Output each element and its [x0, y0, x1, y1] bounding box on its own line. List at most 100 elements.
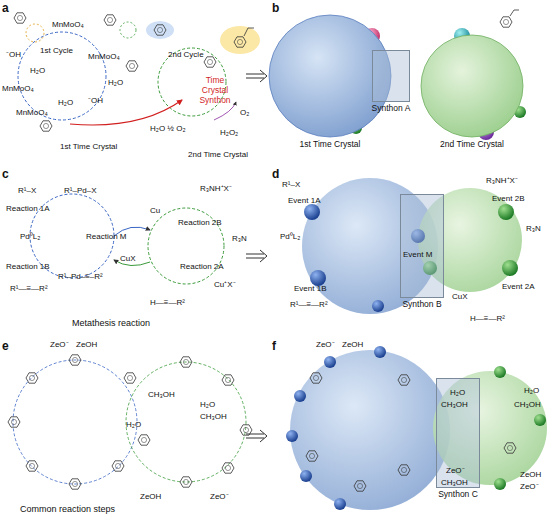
chem-label: ZeO⁻	[210, 492, 229, 501]
panel-letter: d	[272, 168, 279, 182]
chem-label: ZeO⁻	[316, 340, 335, 349]
chem-label: Reaction M	[86, 232, 126, 241]
node-label: 2nd Time Crystal	[370, 139, 550, 149]
deco-circle	[498, 204, 514, 220]
node-shape	[437, 379, 480, 488]
panel-letter: f	[272, 340, 276, 354]
chem-label: R₃N	[526, 224, 541, 233]
deco-circle	[502, 260, 518, 276]
deco-use	[204, 57, 216, 67]
deco-use	[504, 443, 516, 453]
panel-letter: c	[2, 168, 9, 182]
node-shape	[421, 35, 523, 137]
deco-path	[70, 100, 182, 125]
node-label: Synthon B	[350, 299, 494, 309]
deco-use	[154, 25, 166, 35]
deco-use	[26, 373, 38, 383]
chem-label: H₂O	[58, 98, 73, 107]
chem-label: Time Crystal Synthon	[192, 76, 238, 105]
chem-label: H₂O	[524, 386, 539, 395]
chem-label: Cu⁺X⁻	[214, 280, 236, 289]
deco-circle	[374, 346, 386, 358]
chem-label: Metathesis reaction	[72, 318, 150, 328]
chem-label: R¹–X	[18, 186, 36, 195]
time-crystal-circle: 2nd Time Crystal	[420, 34, 524, 149]
deco-use	[398, 375, 410, 385]
chem-label: O₂	[240, 108, 249, 117]
node-outline	[372, 50, 410, 102]
deco-circle	[310, 270, 326, 286]
chem-label: R₃NH⁺X⁻	[200, 184, 232, 193]
chem-label: ZeOH	[140, 492, 161, 501]
deco-use	[69, 479, 81, 489]
chem-label: Common reaction steps	[20, 504, 115, 514]
chem-label: CH₃OH	[200, 412, 227, 421]
chem-label: Reaction 1A	[6, 204, 50, 213]
chem-label: H₂O ½ O₂	[150, 124, 186, 133]
deco-use	[112, 461, 124, 471]
deco-use	[138, 435, 150, 445]
deco-use	[222, 463, 234, 473]
deco-use	[104, 15, 116, 25]
deco-use	[40, 121, 52, 131]
deco-circle	[126, 362, 246, 482]
node-shape	[373, 51, 410, 102]
chem-label: ZeO⁻	[520, 482, 539, 491]
chem-label: CH₃OH	[441, 400, 468, 409]
node-label: 1st Time Crystal	[218, 139, 442, 149]
chem-label: Event 1A	[288, 196, 320, 205]
deco-use	[234, 37, 246, 47]
chem-label: Event M	[403, 250, 432, 259]
chem-label: CH₃OH	[441, 478, 468, 487]
chem-label: H₂O	[108, 78, 123, 87]
deco-use	[180, 477, 192, 487]
chem-label: ZeO⁻	[446, 466, 465, 475]
chem-label: Event 1B	[294, 284, 326, 293]
chem-label: H₂O₂	[220, 128, 238, 137]
chem-label: Event 2B	[492, 194, 524, 203]
deco-use	[180, 357, 192, 367]
deco-use	[14, 13, 26, 23]
chem-label: ⁻OH	[6, 50, 21, 59]
deco-circle	[148, 208, 224, 284]
chem-label: 1st Time Crystal	[60, 142, 117, 151]
deco-use	[222, 375, 234, 385]
chem-label: R¹–X	[282, 180, 300, 189]
deco-ellipse	[146, 21, 174, 39]
node-label: Synthon C	[386, 489, 530, 499]
deco-circle	[13, 360, 137, 484]
deco-circle	[324, 356, 336, 368]
node-label: Synthon A	[322, 103, 460, 113]
deco-path	[510, 10, 519, 16]
chem-label: ⁻OH	[88, 96, 103, 105]
chem-label: R¹—≡—R²	[10, 284, 48, 293]
deco-ellipse	[220, 26, 260, 54]
chem-label: MnMoO₄	[88, 52, 120, 61]
chem-label: ZeOH	[520, 470, 541, 479]
deco-path	[244, 28, 254, 36]
chem-label: MnMoO₄	[2, 84, 34, 93]
chem-label: H₂O	[200, 400, 215, 409]
chem-label: R₃N	[232, 234, 247, 243]
deco-circle	[494, 366, 506, 378]
deco-path	[246, 70, 267, 82]
panel-letter: a	[2, 2, 9, 16]
deco-circle	[26, 24, 44, 42]
chem-label: ZeO⁻	[50, 340, 69, 349]
deco-use	[126, 61, 138, 71]
deco-use	[310, 373, 322, 383]
node-shape	[401, 195, 444, 298]
chem-label: H—≡—R²	[470, 314, 505, 323]
chem-label: CuX	[120, 254, 136, 263]
chem-label: H₂O	[450, 388, 465, 397]
deco-circle	[286, 430, 298, 442]
deco-path	[214, 102, 236, 120]
chem-label: 2nd Time Crystal	[188, 150, 248, 159]
chem-label: ZeOH	[76, 340, 97, 349]
deco-use	[306, 451, 318, 461]
deco-circle	[290, 350, 450, 510]
chem-label: H—≡—R²	[150, 298, 185, 307]
deco-circle	[294, 390, 306, 402]
deco-path	[246, 430, 267, 442]
